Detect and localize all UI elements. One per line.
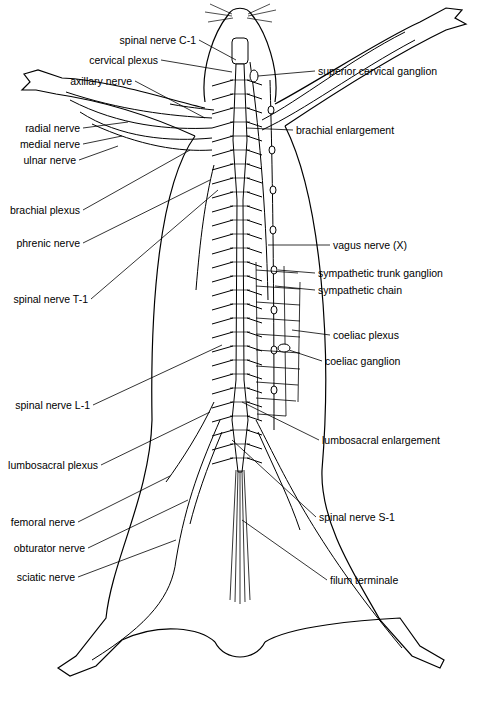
- ganglion: [270, 186, 276, 194]
- whiskers: [205, 4, 276, 22]
- leader-line: [246, 128, 293, 130]
- ganglion: [269, 146, 275, 154]
- part-label: superior cervical ganglion: [318, 64, 478, 78]
- ganglion: [271, 346, 277, 354]
- part-label: spinal nerve T-1: [2, 292, 88, 306]
- ganglion: [271, 386, 277, 394]
- phrenic-nerve: [196, 165, 214, 290]
- leader-line: [79, 146, 118, 160]
- leader-line: [268, 245, 330, 246]
- sympathetic-chain: [270, 80, 274, 430]
- leader-line: [135, 81, 205, 118]
- ganglion: [268, 106, 274, 114]
- part-label: phrenic nerve: [2, 236, 80, 250]
- vagus-nerve: [250, 62, 268, 300]
- coeliac-ganglion: [278, 344, 290, 352]
- part-label: spinal nerve L-1: [2, 398, 90, 412]
- part-label: lumbosacral enlargement: [322, 433, 478, 447]
- part-label: vagus nerve (X): [333, 238, 478, 252]
- ganglion: [270, 226, 276, 234]
- part-label: obturator nerve: [2, 541, 85, 555]
- leader-line: [83, 136, 122, 144]
- leader-line: [83, 180, 210, 243]
- ganglion: [271, 306, 277, 314]
- part-label: ulnar nerve: [2, 153, 76, 167]
- leader-line: [93, 345, 222, 405]
- part-label: axillary nerve: [2, 74, 132, 88]
- leader-line: [78, 540, 176, 577]
- superior-cervical-ganglion: [250, 70, 258, 82]
- leader-line: [101, 412, 210, 465]
- part-label: filum terminale: [330, 573, 478, 587]
- ganglion: [271, 266, 277, 274]
- part-label: sympathetic trunk ganglion: [318, 266, 478, 280]
- part-label: radial nerve: [2, 121, 80, 135]
- right-arm-nerves: [262, 32, 415, 130]
- leader-line: [199, 40, 236, 60]
- leader-line: [289, 350, 322, 361]
- leader-line: [278, 270, 315, 273]
- leader-line: [242, 520, 327, 580]
- cauda-equina: [230, 470, 250, 604]
- leader-line: [258, 71, 315, 76]
- leader-line: [292, 330, 330, 335]
- left-spinal-nerves: [212, 80, 233, 464]
- leader-line: [161, 60, 232, 72]
- part-label: brachial enlargement: [296, 123, 478, 137]
- leader-line: [83, 150, 190, 210]
- part-label: brachial plexus: [2, 203, 80, 217]
- leader-line: [83, 122, 128, 128]
- part-label: lumbosacral plexus: [2, 458, 98, 472]
- part-label: spinal nerve C-1: [2, 33, 196, 47]
- spinal-cord: [232, 64, 248, 472]
- medulla: [232, 38, 248, 64]
- coeliac-plexus-net: [256, 262, 300, 420]
- part-label: femoral nerve: [2, 515, 75, 529]
- part-label: spinal nerve S-1: [319, 510, 478, 524]
- part-label: cervical plexus: [2, 53, 158, 67]
- part-label: coeliac plexus: [333, 328, 478, 342]
- leader-lines: [78, 40, 330, 580]
- vertebrae: [230, 80, 250, 458]
- leader-line: [91, 190, 218, 299]
- part-label: sciatic nerve: [2, 570, 75, 584]
- tail-base: [215, 642, 265, 657]
- brachial-nerves: [66, 92, 214, 150]
- part-label: coeliac ganglion: [325, 354, 478, 368]
- part-label: medial nerve: [2, 137, 80, 151]
- leader-line: [232, 440, 316, 517]
- leader-line: [275, 286, 315, 290]
- body-outline: [22, 4, 466, 676]
- leader-line: [242, 402, 319, 440]
- part-label: sympathetic chain: [318, 283, 478, 297]
